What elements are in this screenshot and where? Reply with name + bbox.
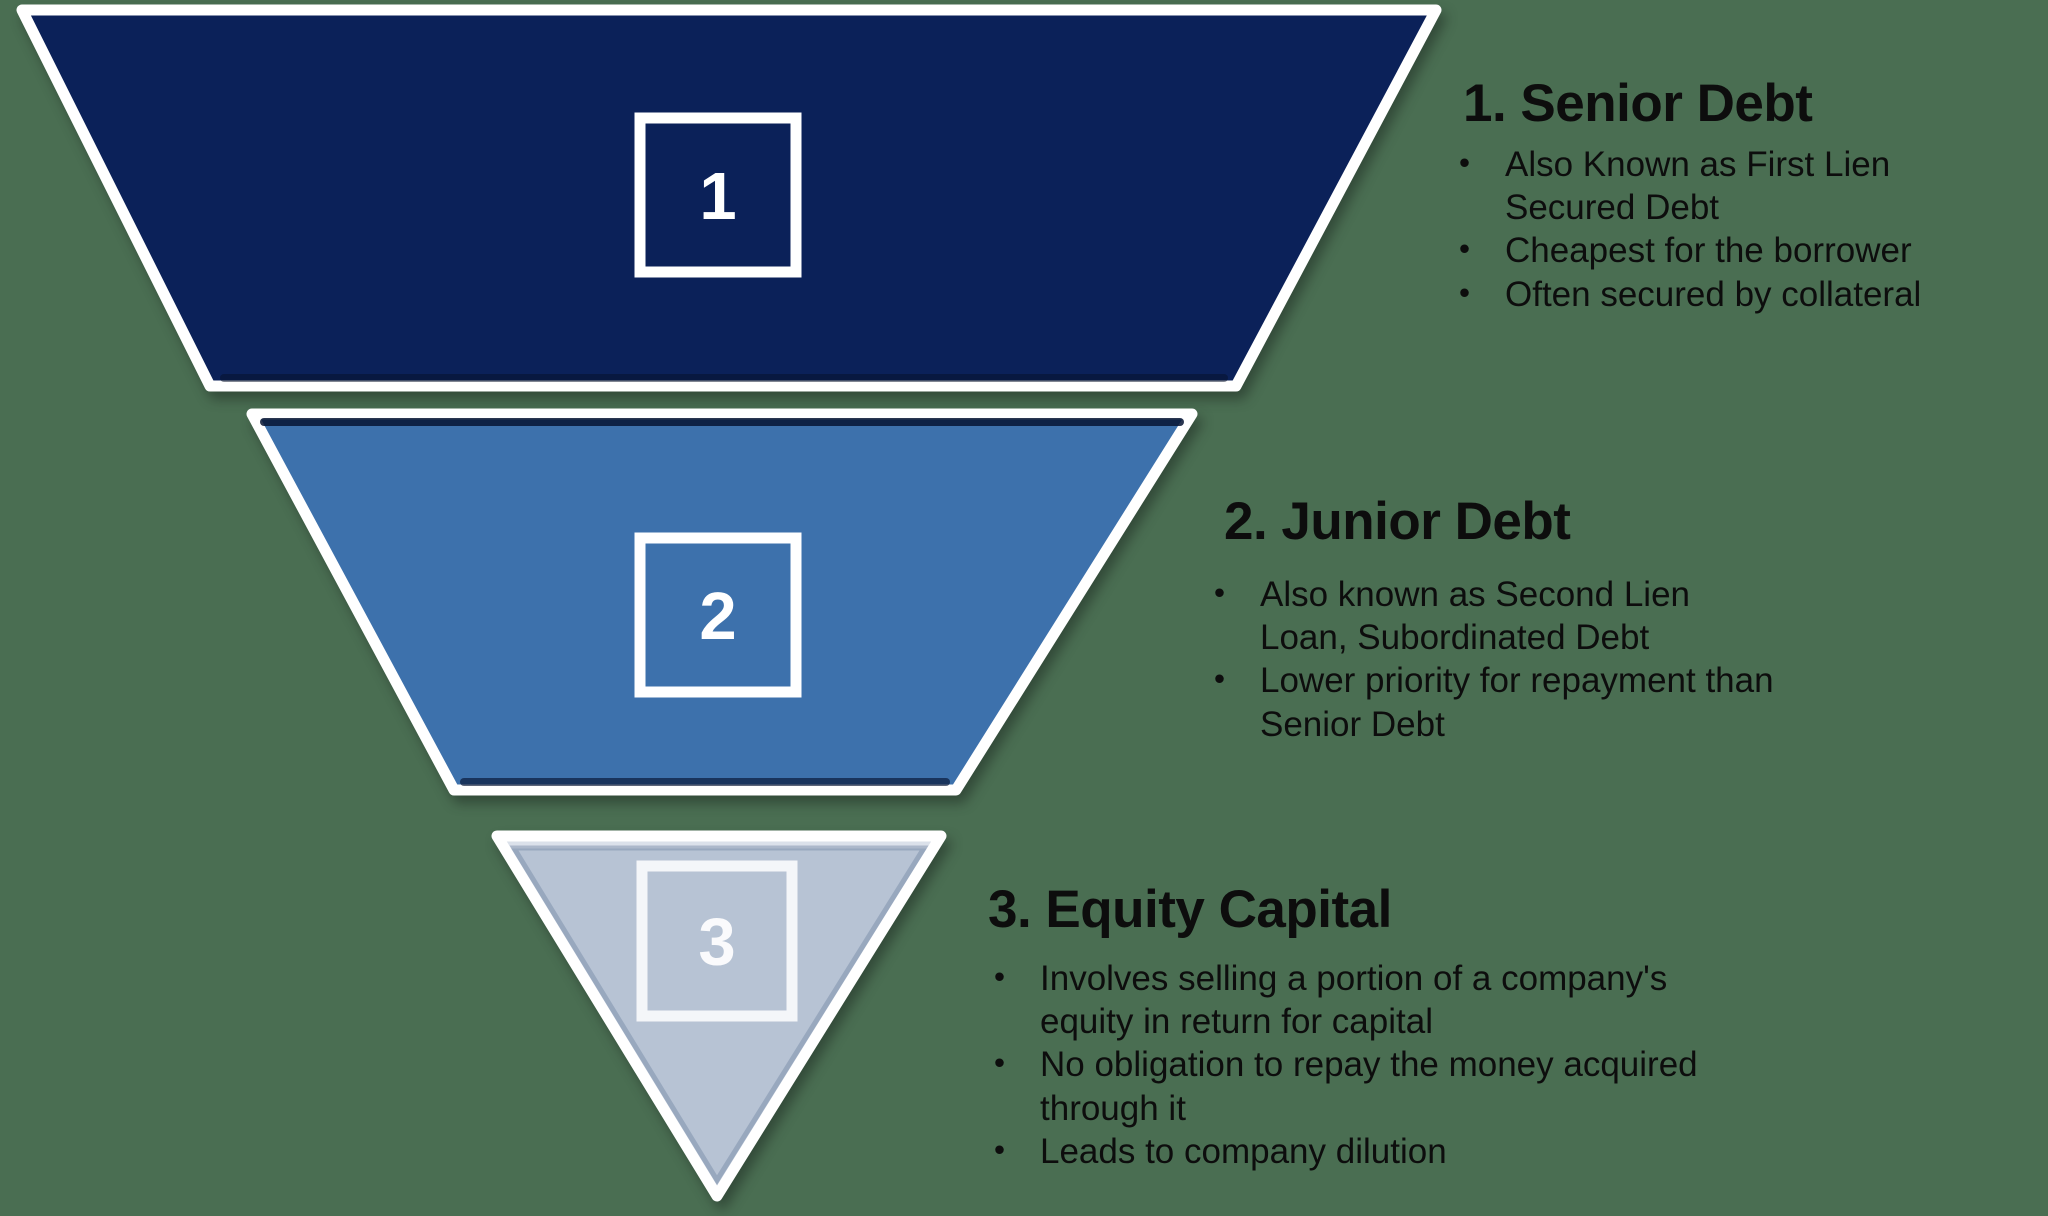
tier-2-number-box: [634, 532, 802, 698]
tier-1-description: 1. Senior Debt Also Known as First Lien …: [1443, 74, 2018, 316]
bullet-item: Lower priority for repayment than Senior…: [1198, 659, 1778, 745]
bullet-text: Leads to company dilution: [1040, 1131, 1447, 1171]
bullet-text: Also Known as First Lien Secured Debt: [1505, 145, 1891, 228]
bullet-text: Often secured by collateral: [1505, 274, 1922, 314]
bullet-text: Cheapest for the borrower: [1505, 231, 1912, 271]
bullet-text: Also known as Second Lien Loan, Subordin…: [1260, 575, 1690, 658]
bullet-item: Also Known as First Lien Secured Debt: [1443, 143, 2018, 229]
tier-3-heading: 3. Equity Capital: [988, 880, 1392, 939]
tier-3-number: 3: [698, 905, 735, 980]
bullet-item: Often secured by collateral: [1443, 273, 2018, 316]
bullet-text: Involves selling a portion of a company'…: [1040, 959, 1668, 1042]
tier-3-inner-bevel: [509, 845, 929, 1185]
bullet-item: Also known as Second Lien Loan, Subordin…: [1198, 573, 1778, 659]
bullet-item: Leads to company dilution: [978, 1130, 1718, 1173]
bullet-item: Involves selling a portion of a company'…: [978, 957, 1718, 1043]
tier-2-description: 2. Junior Debt Also known as Second Lien…: [1198, 492, 1778, 746]
tier-2-heading: 2. Junior Debt: [1224, 492, 1571, 551]
tier-3-description: 3. Equity Capital Involves selling a por…: [978, 880, 1718, 1173]
tier-1-shape: [16, 4, 1442, 392]
tier-1-bullet-list: Also Known as First Lien Secured Debt Ch…: [1443, 143, 2018, 315]
tier-1-heading: 1. Senior Debt: [1463, 74, 1813, 133]
tier-3-bullet-list: Involves selling a portion of a company'…: [978, 957, 1718, 1172]
tier-3-number-box: [636, 860, 798, 1022]
tier-1-number-box: [634, 112, 802, 278]
tier-2-shape: [246, 408, 1198, 796]
bullet-text: Lower priority for repayment than Senior…: [1260, 661, 1774, 744]
bullet-item: No obligation to repay the money acquire…: [978, 1043, 1718, 1129]
tier-1-number: 1: [699, 159, 736, 234]
bullet-item: Cheapest for the borrower: [1443, 229, 2018, 272]
bullet-text: No obligation to repay the money acquire…: [1040, 1045, 1698, 1128]
tier-2-number: 2: [699, 579, 736, 654]
tier-2-bullet-list: Also known as Second Lien Loan, Subordin…: [1198, 573, 1778, 745]
